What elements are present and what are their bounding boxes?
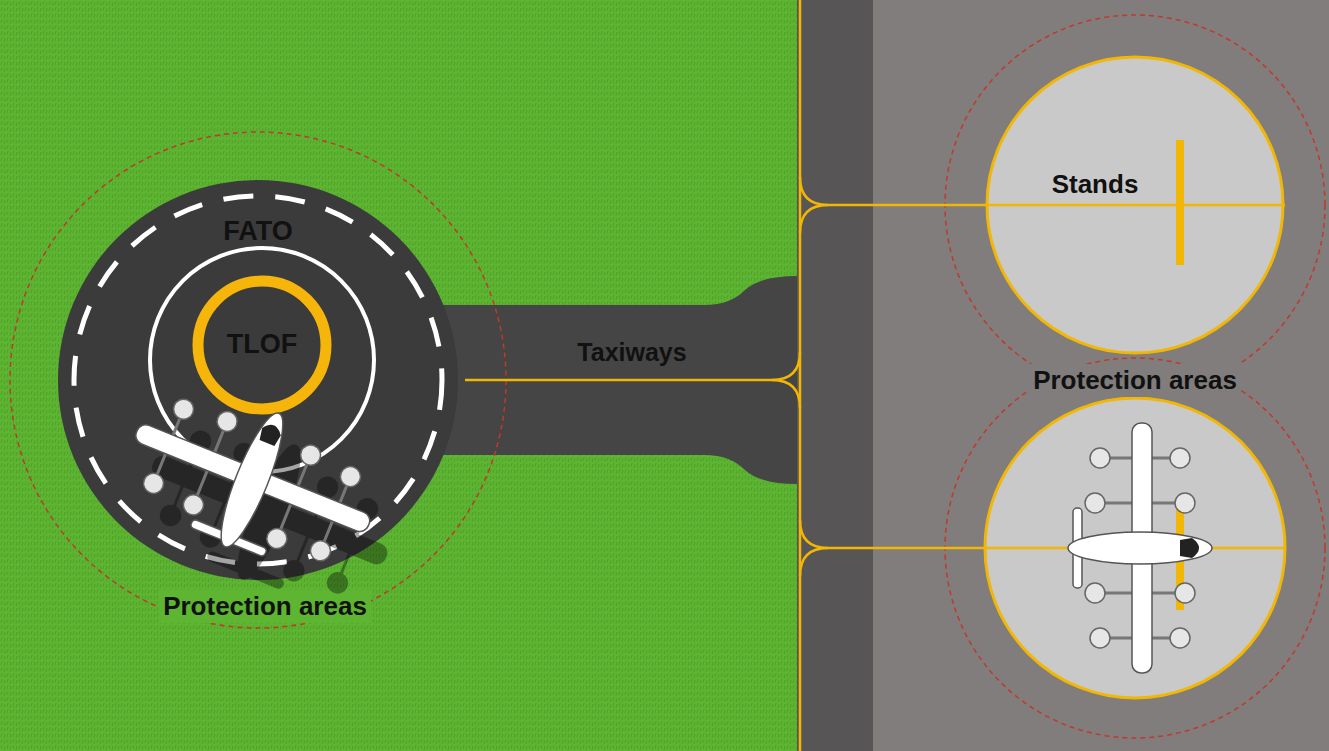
tlof-area: TLOF <box>192 275 332 415</box>
protection-area <box>945 15 1325 395</box>
area-name: FATO <box>58 216 458 247</box>
area-name: TLOF <box>192 329 332 360</box>
area-label: Taxiways <box>573 337 690 368</box>
area-name: Stands <box>945 169 1245 200</box>
protection-area <box>945 358 1325 738</box>
taxiway-centerline <box>465 0 990 751</box>
taxiway-strip <box>797 0 873 751</box>
fato-area: FATO TLOF <box>58 180 458 580</box>
stand <box>985 398 1285 698</box>
protection-area <box>10 132 506 628</box>
area-label: Protection areas <box>1029 364 1241 397</box>
stand-area: Stands <box>985 55 1285 355</box>
area-label: Protection areas <box>159 590 371 623</box>
area-outline <box>985 55 1285 355</box>
apron <box>873 0 1329 751</box>
